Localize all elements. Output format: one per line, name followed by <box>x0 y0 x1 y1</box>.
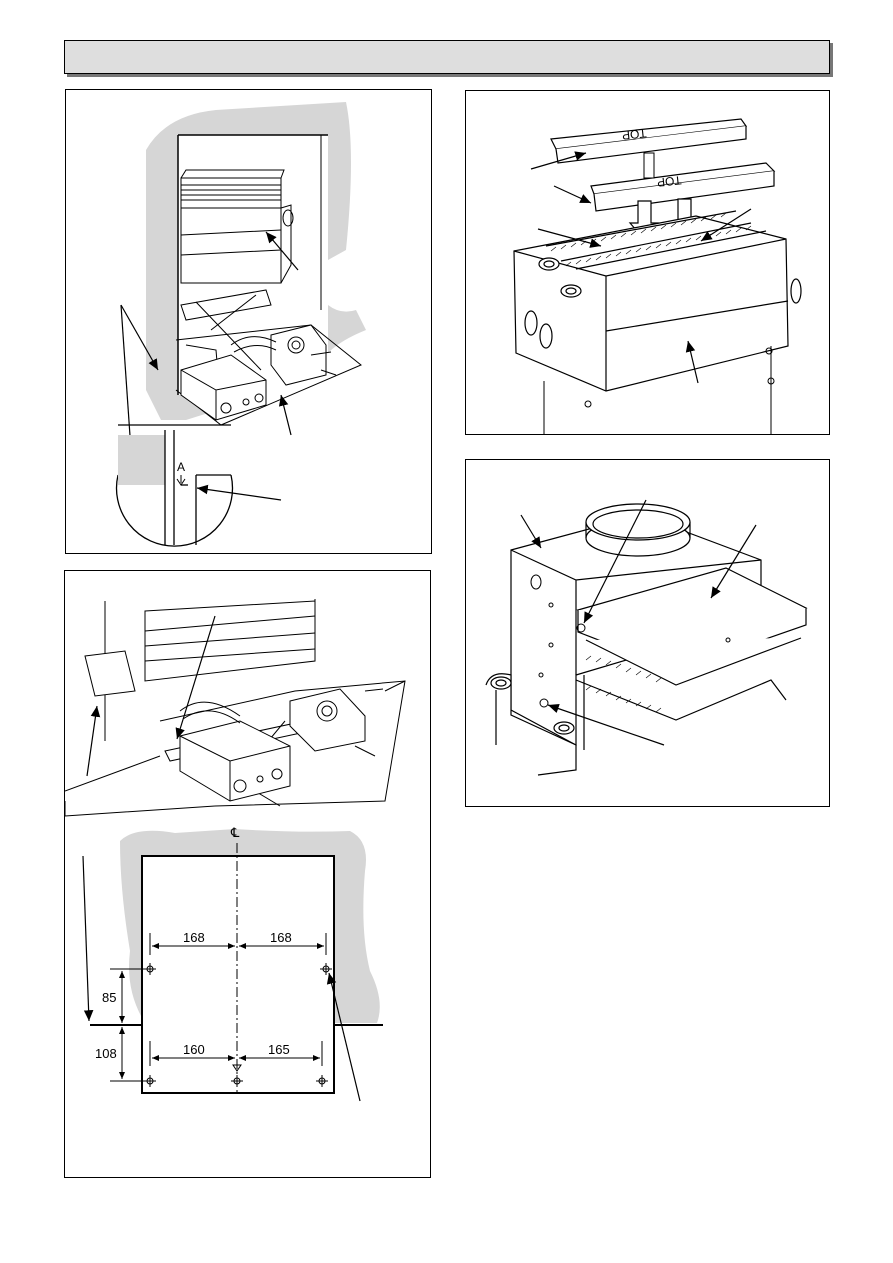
baffle-upper <box>550 118 748 164</box>
figure-flue-hood <box>465 459 830 807</box>
detail-label-a: A <box>177 460 185 474</box>
figure-base-fixing-dimensions: ℄ 168 168 <box>64 570 431 1178</box>
heat-exchanger-drawing <box>180 169 294 284</box>
baffle-fitting-drawing: TOP TOP <box>513 118 802 434</box>
baffle-drawer <box>576 567 808 686</box>
detail-circle-a <box>115 424 234 547</box>
dim-160: 160 <box>183 1042 205 1057</box>
screws <box>530 574 731 708</box>
flue-hood-drawing <box>485 499 808 776</box>
dim-168-right: 168 <box>270 930 292 945</box>
base-frame-perspective <box>65 599 406 817</box>
baffle-upper-top-label: TOP <box>621 126 647 142</box>
base-fixing-drawing: ℄ 168 168 <box>65 599 406 1102</box>
base-plate-outline <box>141 855 335 1094</box>
figure-boiler-in-opening: A <box>65 89 432 554</box>
fixing-holes <box>144 963 332 1087</box>
fins-lower <box>585 655 662 713</box>
dim-108: 108 <box>95 1046 117 1061</box>
dim-165: 165 <box>268 1042 290 1057</box>
heat-exchanger-block <box>513 210 789 392</box>
dim-85: 85 <box>102 990 116 1005</box>
heat-exchanger-lower <box>485 673 787 776</box>
ports <box>524 257 802 349</box>
section-header-bar <box>64 40 830 74</box>
figure-baffle-fitting: TOP TOP <box>465 90 830 435</box>
dim-168-left: 168 <box>183 930 205 945</box>
baffle-lower-top-label: TOP <box>656 173 682 189</box>
boiler-opening-drawing: A <box>115 102 366 547</box>
base-frame-drawing <box>175 289 362 426</box>
centreline-symbol: ℄ <box>230 825 240 840</box>
